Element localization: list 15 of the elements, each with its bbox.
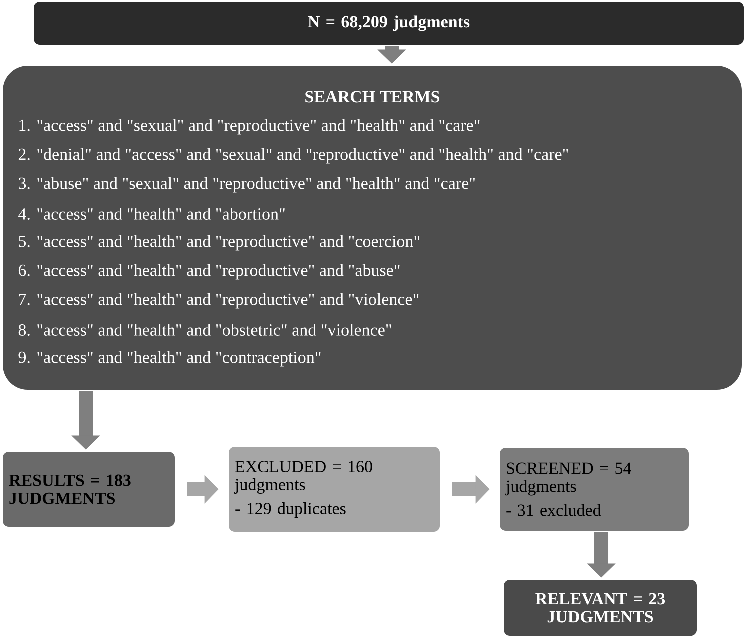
excluded-box: EXCLUDED = 160 judgments - 129 duplicates — [229, 447, 440, 532]
list-item: 2. "denial" and "access" and "sexual" and "reproductive" and "health" and "care" — [18, 148, 568, 164]
list-item: 9. "access" and "health" and "contraception" — [18, 351, 321, 367]
relevant-box: RELEVANT = 23 JUDGMENTS — [504, 580, 697, 636]
list-item: 5. "access" and "health" and "reproductive" and "coercion" — [19, 235, 420, 251]
list-item: 7. "access" and "health" and "reproductive" and "violence" — [19, 293, 419, 309]
list-item: 3. "abuse" and "sexual" and "reproductive" and "health" and "care" — [19, 177, 476, 193]
results-box: RESULTS = 183 JUDGMENTS — [3, 452, 175, 527]
list-item: 6. "access" and "health" and "reproductive" and "abuse" — [18, 264, 400, 280]
heading: SEARCH TERMS — [306, 91, 440, 103]
list-item: 4. "access" and "health" and "abortion" — [18, 208, 285, 220]
header-box: N = 68,209 judgments — [34, 2, 744, 45]
screened-box: SCREENED = 54 judgments - 31 excluded — [500, 448, 689, 531]
list-item: 8. "access" and "health" and "obstetric" and "violence" — [18, 324, 392, 336]
list-item: 1. "access" and "sexual" and "reproductive" and "health" and "care" — [20, 119, 480, 135]
